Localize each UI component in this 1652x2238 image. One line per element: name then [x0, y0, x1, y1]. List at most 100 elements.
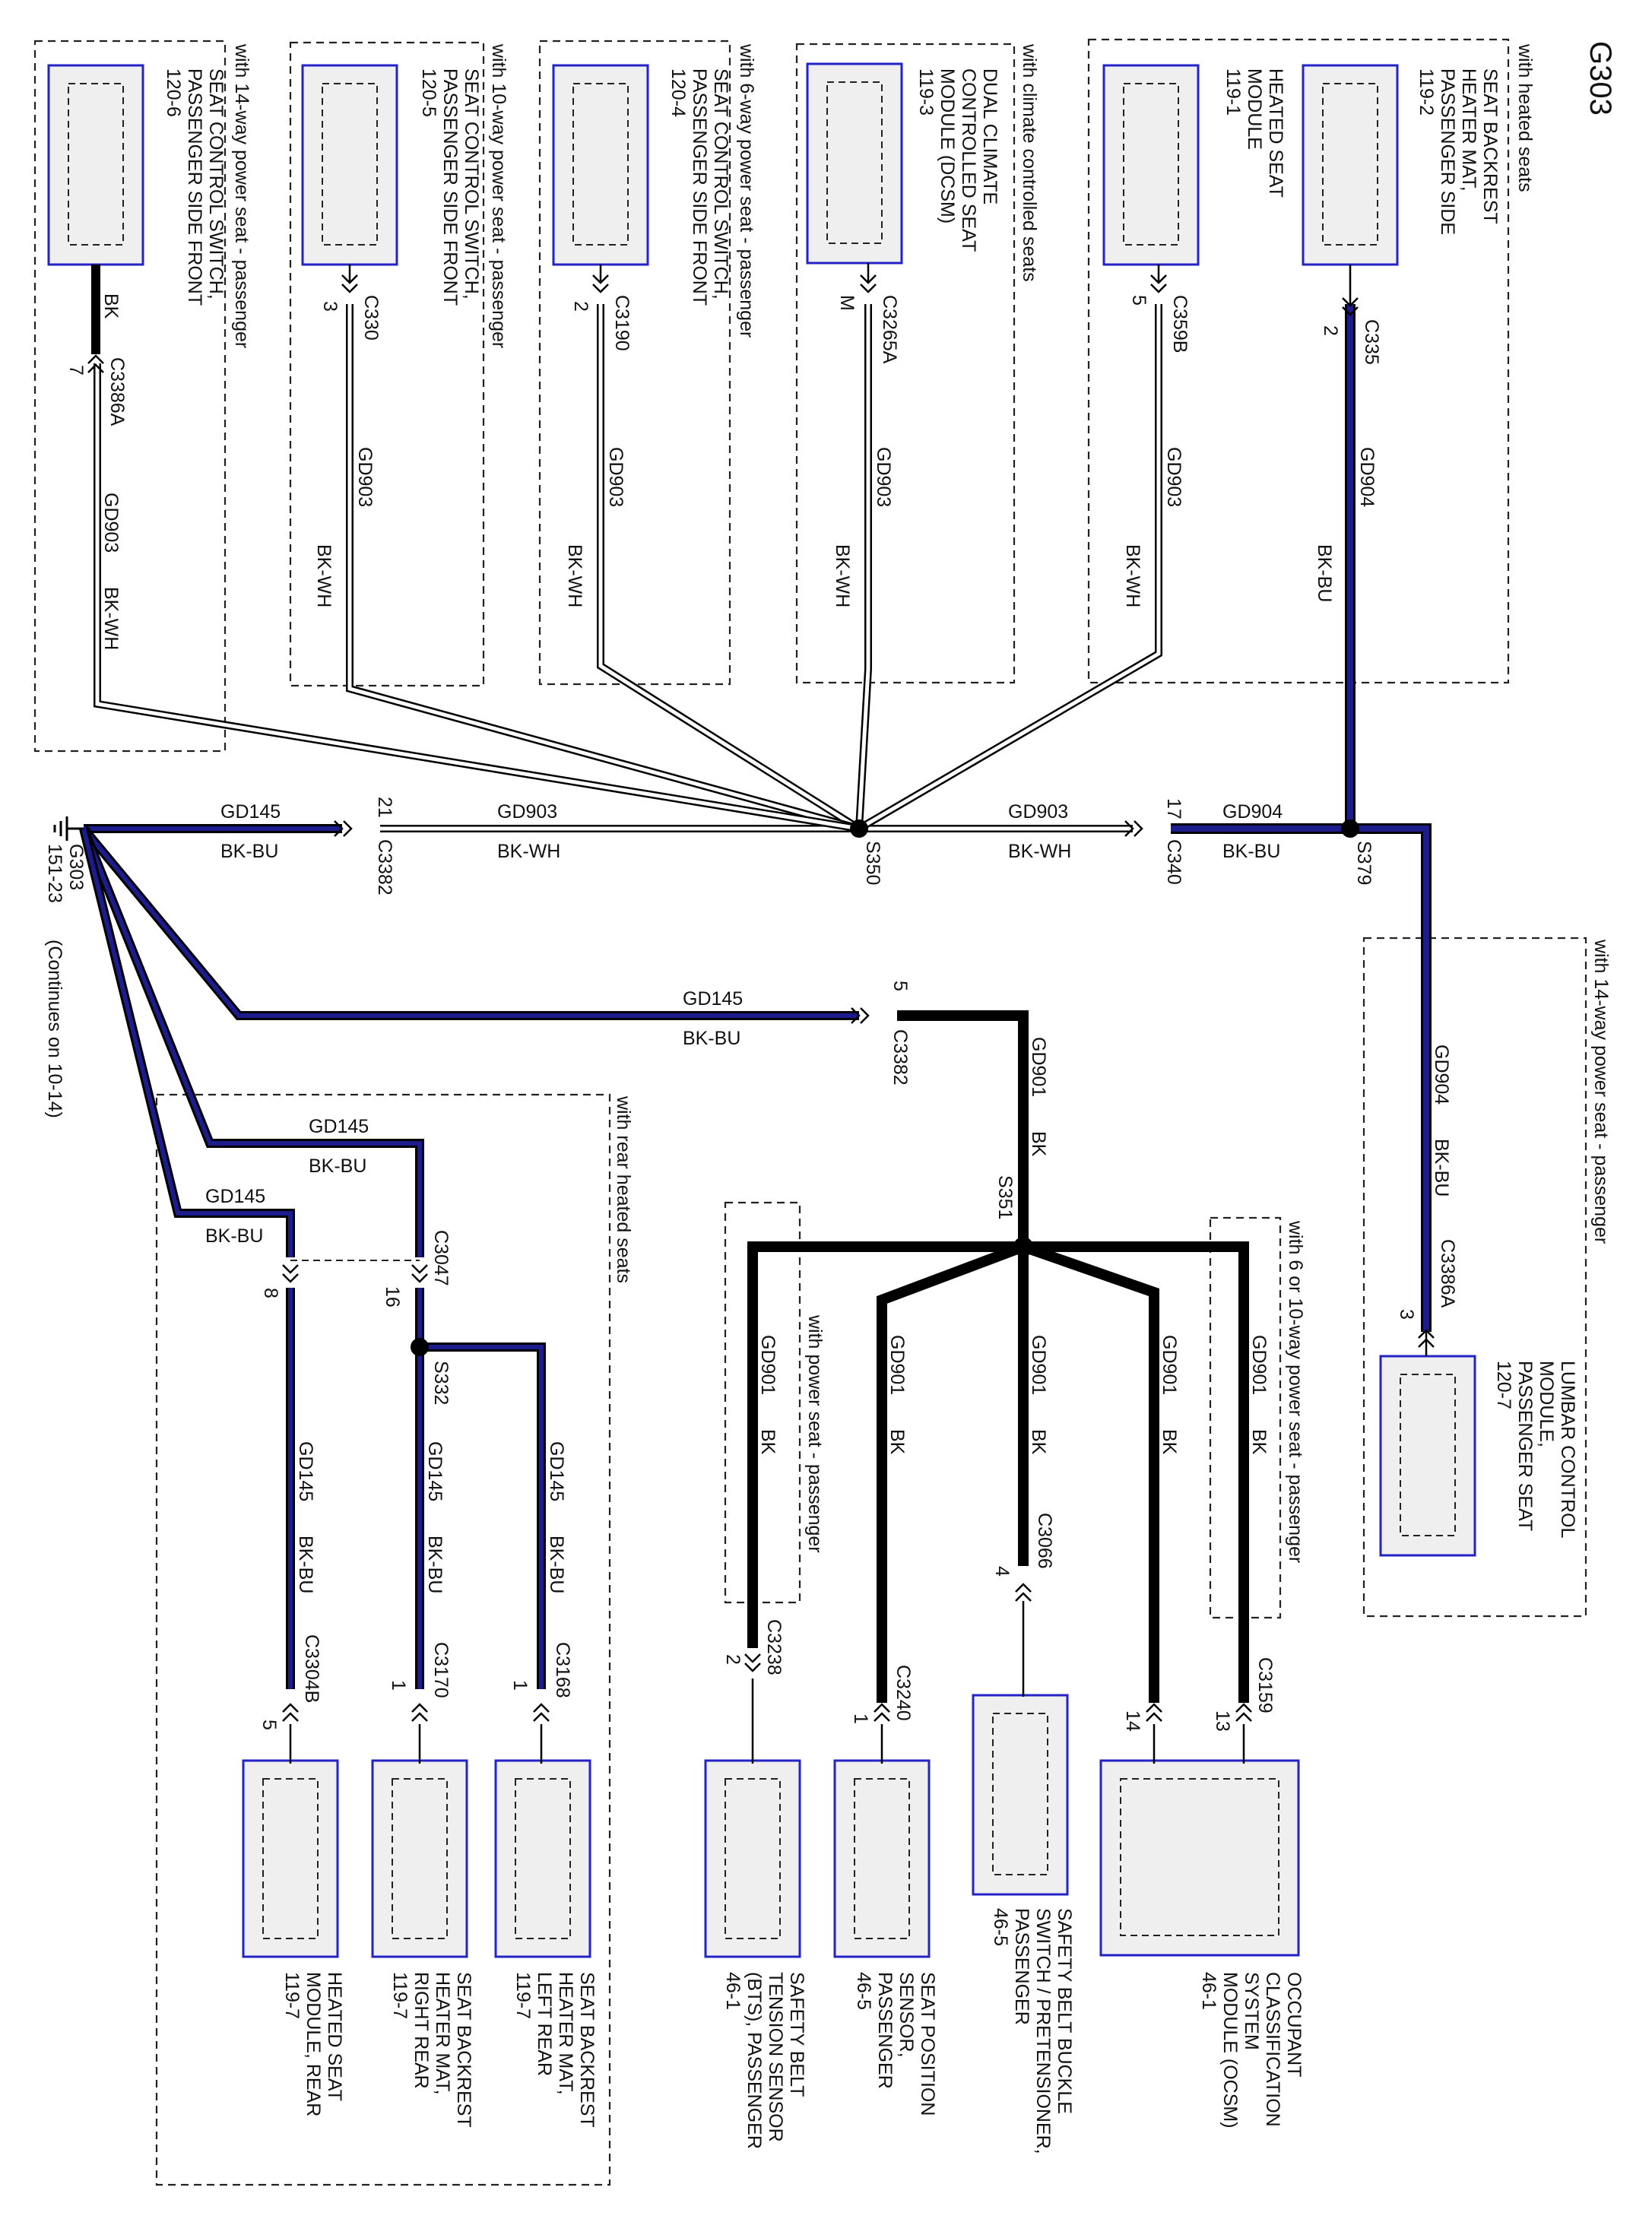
wire-label-gd903-c3265a: GD903	[873, 447, 894, 507]
svg-text:SEAT CONTROL SWITCH,: SEAT CONTROL SWITCH,	[205, 68, 227, 300]
connector-c3386a-right: C3386A	[1437, 1239, 1458, 1308]
wire-gd145-c3382-5	[80, 826, 859, 1020]
wire-gd904-lumbar	[1350, 823, 1432, 1332]
wire-label-gd901-c3240: GD901	[886, 1335, 908, 1395]
label-backrest-right-rear: SEAT BACKREST HEATER MAT, RIGHT REAR 119…	[389, 1972, 474, 2128]
svg-text:SEAT POSITION: SEAT POSITION	[917, 1972, 938, 2116]
ground-icon	[53, 816, 84, 841]
svg-text:HEATED SEAT: HEATED SEAT	[1265, 68, 1286, 198]
pin-c3159-13: 13	[1212, 1710, 1233, 1732]
pin-c3170: 1	[388, 1680, 409, 1691]
svg-text:PASSENGER SEAT: PASSENGER SEAT	[1514, 1361, 1536, 1531]
wire-label-gd903-h2: GD903	[1008, 801, 1068, 823]
group-label-six-or-ten: with 6 or 10-way power seat - passenger	[1285, 1220, 1306, 1563]
wire-label-gd901-c3159: GD901	[1248, 1335, 1270, 1395]
wire-label-bk-c3240: BK	[886, 1429, 908, 1455]
wire-label-gd903-c3190: GD903	[605, 447, 626, 507]
ground-labels: G303 151-23 (Continues on 10-14)	[44, 844, 87, 1118]
pin-c3168: 1	[509, 1680, 531, 1691]
svg-text:119-7: 119-7	[512, 1972, 534, 2019]
wire-label-bk-c3159: BK	[1248, 1429, 1270, 1455]
wire-label-bkbu-h1: BK-BU	[220, 841, 278, 862]
svg-text:LUMBAR CONTROL: LUMBAR CONTROL	[1557, 1361, 1578, 1538]
svg-text:DUAL CLIMATE: DUAL CLIMATE	[979, 68, 1000, 204]
svg-text:SWITCH / PRETENSIONER,: SWITCH / PRETENSIONER,	[1032, 1908, 1054, 2154]
svg-text:120-5: 120-5	[418, 68, 439, 117]
wire-thin-top	[348, 263, 1428, 1356]
wire-gd145-c3047-8	[79, 827, 295, 1257]
svg-text:SEAT BACKREST: SEAT BACKREST	[576, 1972, 598, 2128]
group-fourteen-way-right	[1362, 937, 1587, 1618]
wire-gd901-c3238	[747, 1241, 1023, 1648]
svg-text:SAFETY BELT BUCKLE: SAFETY BELT BUCKLE	[1054, 1908, 1075, 2114]
pin-c3382-5: 5	[889, 981, 911, 991]
pin-c3386a-top: 7	[65, 365, 87, 376]
splice-s351	[1013, 1237, 1033, 1257]
wire-label-bkbu-c3168: BK-BU	[546, 1536, 567, 1593]
wire-label-bkwh-h2: BK-WH	[1008, 841, 1071, 862]
connector-c3382-21: C3382	[374, 839, 395, 896]
svg-text:CLASSIFICATION: CLASSIFICATION	[1262, 1972, 1283, 2127]
splice-label-s332: S332	[430, 1361, 452, 1405]
wire-label-gd145-h2: GD145	[683, 988, 743, 1010]
group-fourteen-way-top	[33, 40, 227, 753]
wire-label-gd901-c3159-14: GD901	[1159, 1335, 1180, 1395]
group-ten-way	[289, 41, 485, 687]
wire-gd903-c3190	[597, 304, 861, 832]
splice-s379	[1341, 819, 1359, 838]
connector-c3304b: C3304B	[301, 1634, 322, 1703]
wire-label-gd903-h1: GD903	[497, 801, 557, 823]
group-label-heated-seats: with heated seats	[1514, 43, 1536, 192]
pin-c330: 3	[319, 301, 341, 312]
wire-gd903-c3265a	[855, 304, 872, 829]
svg-text:MODULE (DCSM): MODULE (DCSM)	[937, 68, 958, 223]
svg-text:HEATED SEAT: HEATED SEAT	[324, 1972, 345, 2101]
wire-label-bk-switch14: BK	[100, 293, 122, 319]
wire-label-bkbu-c3170: BK-BU	[424, 1536, 446, 1593]
group-power-seat	[724, 1201, 801, 1604]
svg-text:SAFETY BELT: SAFETY BELT	[786, 1972, 807, 2097]
connector-labels: C335 2 C359B 5 C3265A M C3190 2 C330 3 C…	[65, 295, 1458, 1732]
svg-text:120-6: 120-6	[163, 68, 184, 117]
pin-c3159-14: 14	[1122, 1710, 1143, 1732]
connector-c3386a-top: C3386A	[106, 357, 128, 426]
pin-c340: 17	[1163, 798, 1184, 819]
connector-c3170: C3170	[430, 1642, 452, 1698]
ground-continues: (Continues on 10-14)	[44, 940, 65, 1118]
component-backrest-passenger	[1302, 64, 1399, 266]
wire-label-bkbu-c3304b: BK-BU	[295, 1536, 316, 1593]
connector-c359b: C359B	[1169, 295, 1191, 353]
component-backrest-left-rear	[494, 1759, 591, 1958]
wire-label-bkbu-h3: BK-BU	[309, 1155, 366, 1177]
wire-label-gd145-c3304b: GD145	[295, 1441, 316, 1501]
group-heated-seats	[1087, 38, 1510, 684]
label-lumbar: LUMBAR CONTROL MODULE, PASSENGER SEAT 12…	[1493, 1361, 1578, 1538]
wire-thin-rear	[289, 1724, 543, 1764]
connector-c3159: C3159	[1254, 1657, 1276, 1713]
connector-c3047: C3047	[430, 1230, 452, 1286]
connector-arrows	[87, 274, 1435, 1722]
connector-c3265a: C3265A	[879, 295, 900, 364]
wire-label-bkbu-h4: BK-BU	[205, 1225, 263, 1247]
label-ocsm: OCCUPANT CLASSIFICATION SYSTEM MODULE (O…	[1198, 1972, 1305, 2129]
wire-label-bk-c3066: BK	[1028, 1429, 1049, 1455]
wire-label-bkwh-h1: BK-WH	[497, 841, 560, 862]
connector-c3190: C3190	[611, 295, 633, 351]
wire-label-gd903-c3386a: GD903	[100, 493, 122, 553]
svg-text:(BTS), PASSENGER: (BTS), PASSENGER	[744, 1972, 765, 2149]
wire-label-gd901-c3238: GD901	[757, 1335, 778, 1395]
component-bts	[704, 1759, 801, 1958]
wire-label-gd904-top: GD904	[1356, 447, 1378, 507]
wire-labels: GD904 BK-BU GD903 BK-WH GD903 BK-WH GD90…	[100, 293, 1452, 1593]
wire-label-gd901-c3066: GD901	[1028, 1335, 1049, 1395]
svg-text:SEAT BACKREST: SEAT BACKREST	[1479, 68, 1501, 224]
svg-text:119-1: 119-1	[1222, 68, 1244, 116]
connector-c330: C330	[360, 295, 382, 341]
connector-c3240: C3240	[893, 1665, 914, 1721]
component-switch-six-way	[552, 64, 649, 266]
component-dcsm	[806, 62, 903, 265]
component-heated-seat-module	[1102, 64, 1200, 266]
wire-label-bkbu-h2: BK-BU	[683, 1028, 740, 1049]
svg-text:MODULE (OCSM): MODULE (OCSM)	[1219, 1972, 1241, 2129]
